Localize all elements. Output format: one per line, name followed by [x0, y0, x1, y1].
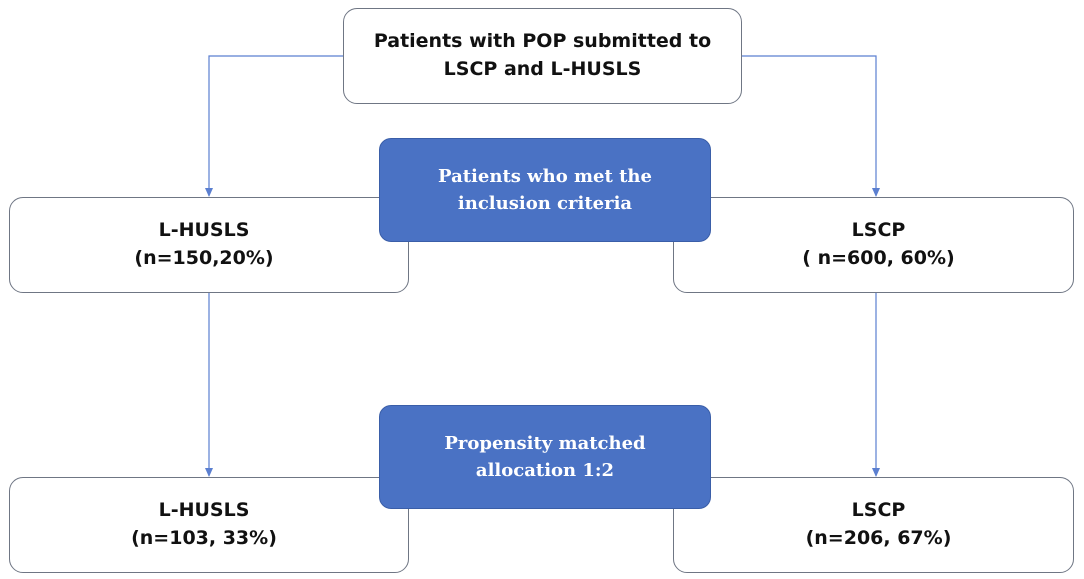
propensity-matching-box: Propensity matched allocation 1:2	[379, 405, 711, 509]
l-husls-final-box: L-HUSLS (n=103, 33%)	[9, 477, 409, 573]
population-line-1: Patients with POP submitted to	[373, 30, 712, 53]
lscp-initial-count: ( n=600, 60%)	[802, 247, 955, 269]
inclusion-criteria-line-1: Patients who met the	[438, 166, 652, 187]
lscp-final-name: LSCP	[851, 499, 906, 522]
lscp-final-box: LSCP (n=206, 67%)	[673, 477, 1074, 573]
connector-top-to-left	[205, 55, 343, 197]
l-husls-initial-count: (n=150,20%)	[134, 247, 274, 269]
lscp-final-count: (n=206, 67%)	[805, 527, 952, 549]
population-box: Patients with POP submitted to LSCP and …	[343, 8, 742, 104]
population-line-2: LSCP and L-HUSLS	[443, 58, 642, 80]
propensity-matching-line-1: Propensity matched	[444, 433, 646, 454]
lscp-initial-name: LSCP	[851, 219, 906, 242]
l-husls-final-name: L-HUSLS	[158, 499, 250, 522]
inclusion-criteria-box: Patients who met the inclusion criteria	[379, 138, 711, 242]
inclusion-criteria-line-2: inclusion criteria	[457, 193, 633, 214]
l-husls-final-count: (n=103, 33%)	[131, 527, 277, 549]
l-husls-initial-box: L-HUSLS (n=150,20%)	[9, 197, 409, 293]
l-husls-initial-name: L-HUSLS	[158, 219, 250, 242]
propensity-matching-line-2: allocation 1:2	[475, 460, 615, 481]
connector-top-to-right	[742, 55, 880, 197]
lscp-initial-box: LSCP ( n=600, 60%)	[673, 197, 1074, 293]
